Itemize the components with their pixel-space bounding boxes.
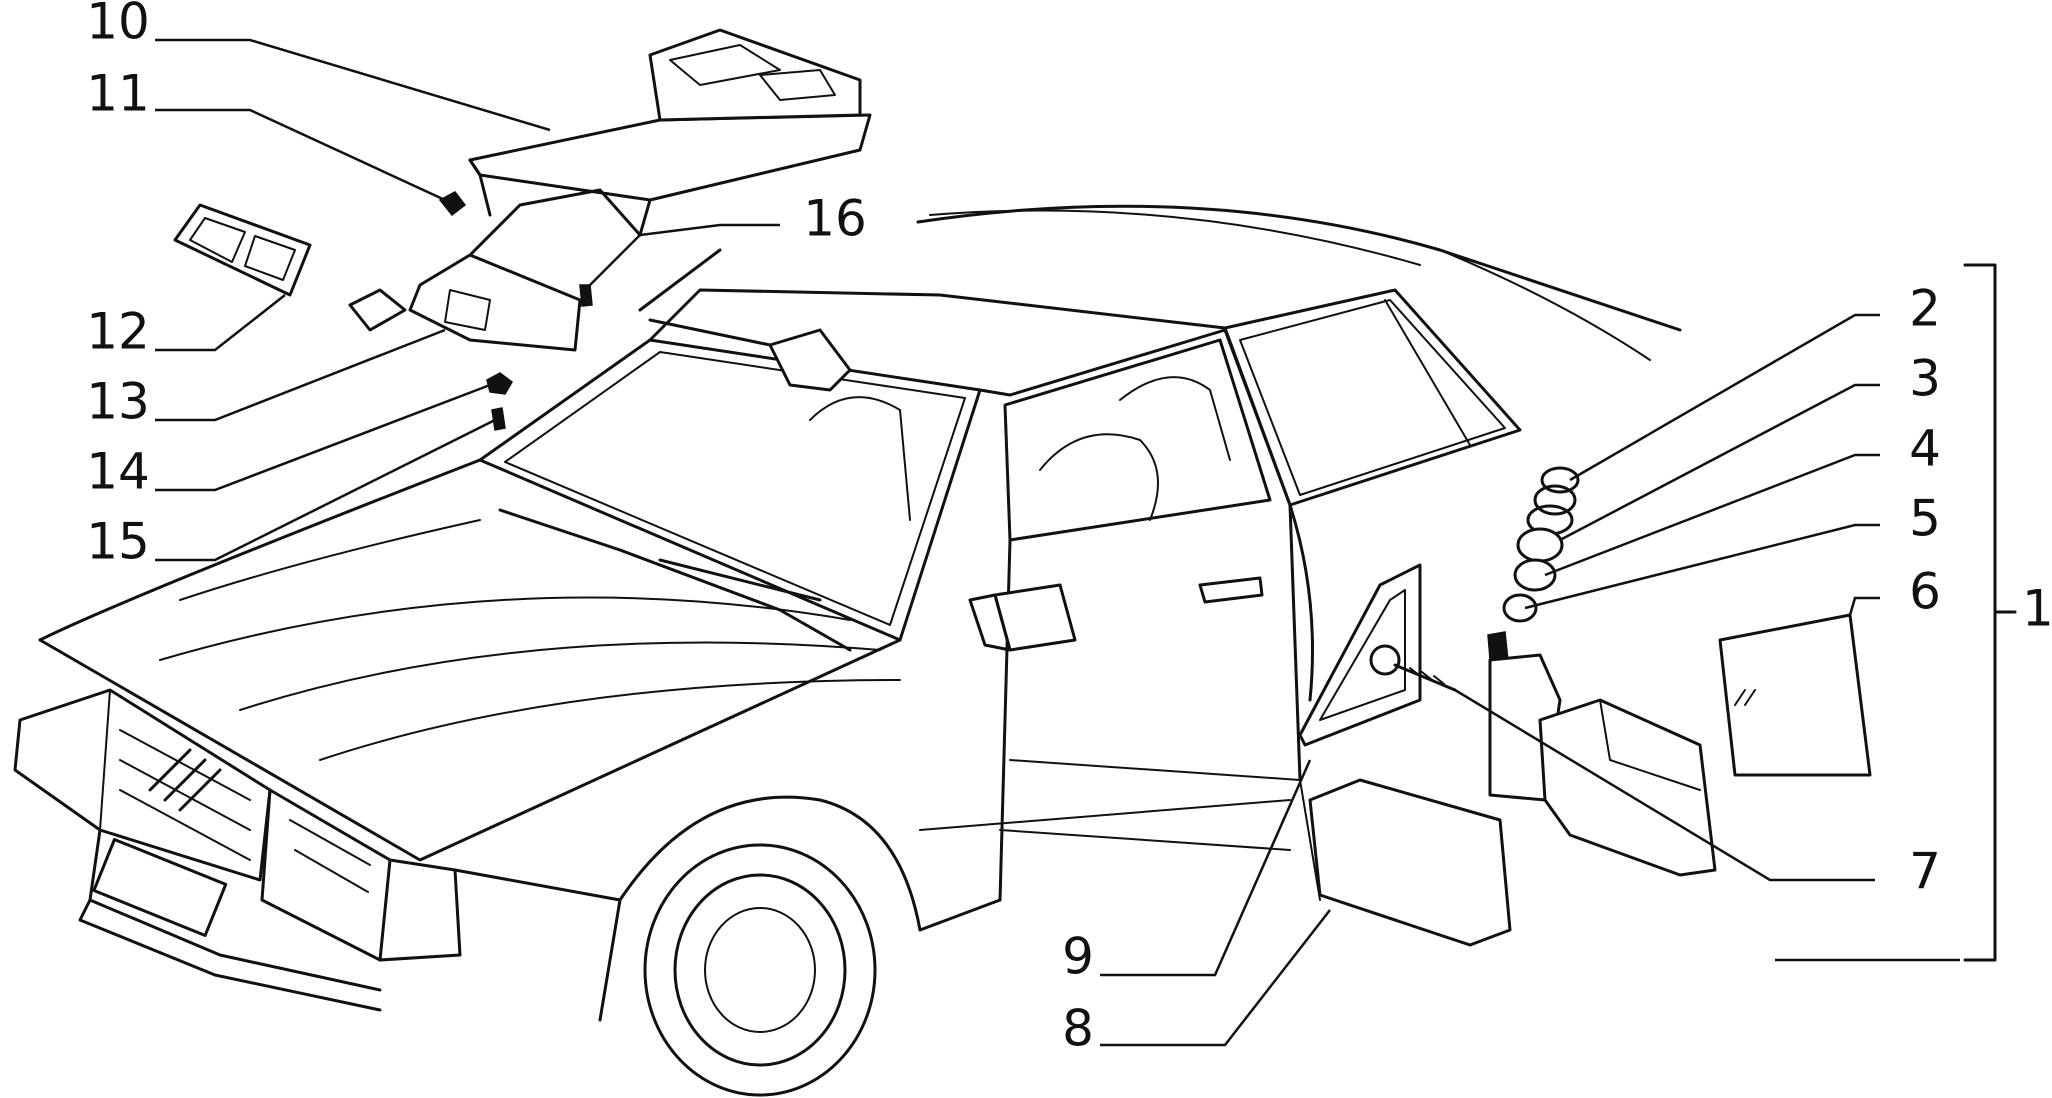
clip-11 [438, 191, 467, 217]
inner-trim-9 [1298, 563, 1422, 747]
installed-door-mirror [968, 583, 1077, 652]
callout-8: 8 [1062, 1000, 1094, 1058]
screw-16 [579, 284, 593, 307]
callout-16: 16 [803, 190, 867, 248]
front-bumper [88, 828, 382, 992]
washer-4 [1513, 558, 1557, 592]
nut-14 [486, 372, 513, 395]
front-wheel [643, 843, 877, 1097]
callout-15: 15 [86, 513, 150, 571]
roof-line [916, 204, 1682, 332]
lamp-switch [348, 288, 407, 332]
callout-10: 10 [86, 0, 150, 51]
callout-1: 1 [2022, 580, 2052, 638]
roof-console-assembly [173, 28, 872, 431]
installed-roof-light [768, 328, 852, 392]
callout-labels: 1 2 3 4 5 6 7 8 9 10 11 12 13 14 15 16 [86, 0, 2052, 1058]
group-bracket [1963, 263, 1997, 962]
door-handle [1198, 576, 1264, 604]
washer-3 [1516, 527, 1564, 563]
indicator-light [378, 858, 462, 962]
headlight [260, 788, 392, 962]
license-plate [92, 837, 228, 937]
callout-6: 6 [1909, 563, 1941, 621]
screw-15 [491, 407, 506, 431]
leader-lines [155, 38, 1960, 1047]
spring-2 [1540, 466, 1580, 494]
mirror-cover-8 [1308, 778, 1512, 947]
wiper [498, 508, 852, 652]
callout-11: 11 [86, 65, 150, 123]
mirror-exploded-parts [1298, 466, 1872, 947]
nut-5 [1502, 593, 1538, 623]
callout-3: 3 [1909, 350, 1941, 408]
bezel-frame [173, 203, 312, 297]
callout-5: 5 [1909, 490, 1941, 548]
callout-14: 14 [86, 443, 150, 501]
car-illustration [13, 204, 1682, 1097]
callout-13: 13 [86, 373, 150, 431]
rear-quarter-window [1223, 288, 1522, 507]
callout-2: 2 [1909, 280, 1941, 338]
front-door-window [1003, 338, 1272, 542]
callout-9: 9 [1062, 928, 1094, 986]
windshield [478, 338, 982, 642]
hood-edge [38, 458, 482, 642]
console-tray [468, 113, 872, 202]
callout-7: 7 [1909, 843, 1941, 901]
callout-4: 4 [1909, 420, 1941, 478]
mirror-glass-6 [1718, 613, 1872, 777]
fiat-logo [148, 748, 222, 812]
mirror-housing [1538, 698, 1717, 877]
bolt-head-7 [1369, 644, 1401, 676]
lamp-housing [408, 253, 582, 352]
wheel-arch [453, 795, 922, 932]
callout-12: 12 [86, 303, 150, 361]
